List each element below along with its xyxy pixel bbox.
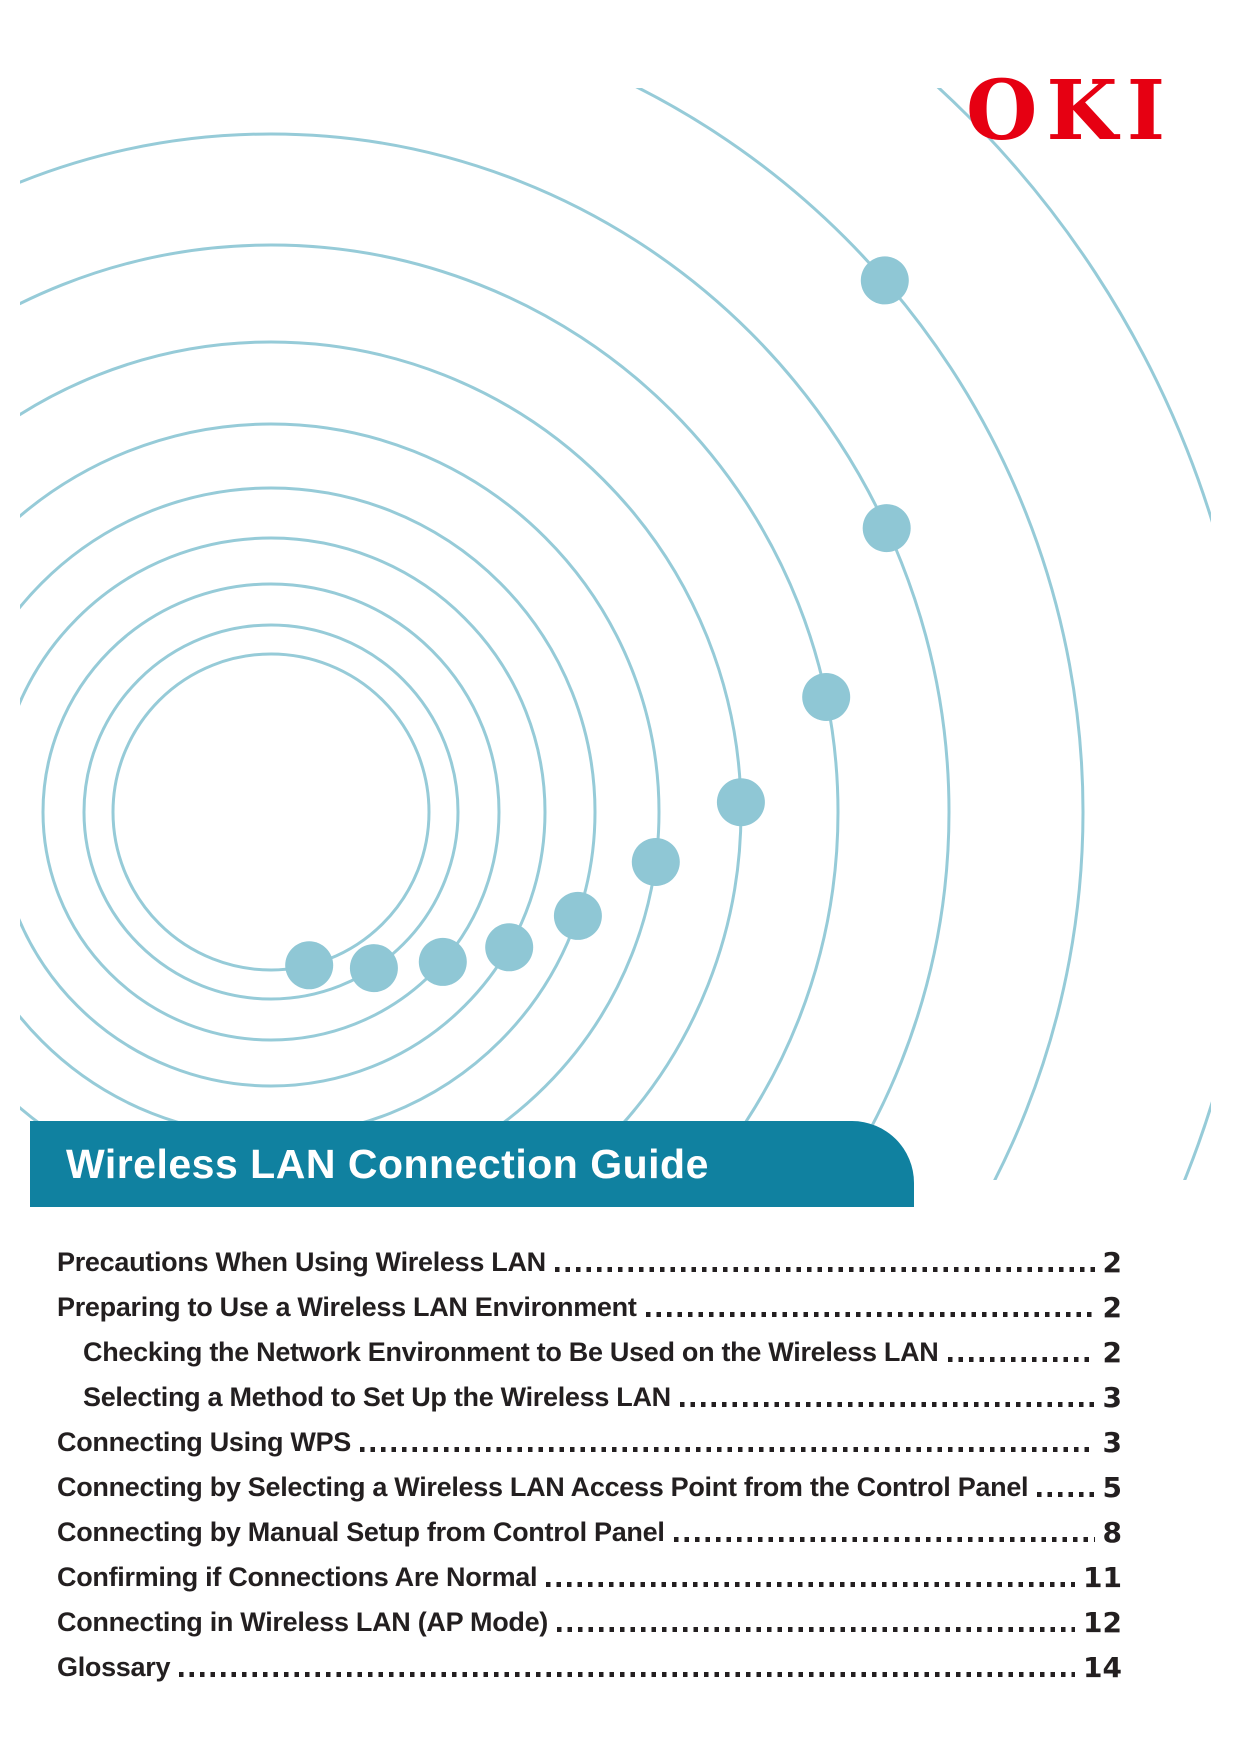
toc-entry-page: 8 bbox=[1102, 1516, 1122, 1549]
toc-entry-label: Selecting a Method to Set Up the Wireles… bbox=[83, 1382, 671, 1412]
toc-entry-page: 3 bbox=[1102, 1426, 1122, 1459]
toc-entry[interactable]: Checking the Network Environment to Be U… bbox=[57, 1330, 1122, 1375]
toc-leader-dots bbox=[679, 1402, 1095, 1407]
toc-entry-label: Connecting by Manual Setup from Control … bbox=[57, 1517, 665, 1547]
toc-entry[interactable]: Glossary 14 bbox=[57, 1645, 1122, 1690]
toc-leader-dots bbox=[546, 1582, 1076, 1587]
toc-entry[interactable]: Connecting Using WPS 3 bbox=[57, 1420, 1122, 1465]
toc-entry-page: 12 bbox=[1083, 1606, 1122, 1639]
toc-entry-label: Precautions When Using Wireless LAN bbox=[57, 1247, 546, 1277]
toc-entry-label: Checking the Network Environment to Be U… bbox=[83, 1337, 939, 1367]
toc-entry-page: 2 bbox=[1102, 1291, 1122, 1324]
toc-entry-page: 3 bbox=[1102, 1381, 1122, 1414]
toc-entry-label: Connecting Using WPS bbox=[57, 1427, 351, 1457]
toc-leader-dots bbox=[554, 1267, 1095, 1272]
toc-entry-page: 2 bbox=[1102, 1246, 1122, 1279]
toc-leader-dots bbox=[557, 1627, 1076, 1632]
toc-entry[interactable]: Preparing to Use a Wireless LAN Environm… bbox=[57, 1285, 1122, 1330]
title-banner: Wireless LAN Connection Guide bbox=[30, 1121, 914, 1207]
toc-entry-label: Connecting by Selecting a Wireless LAN A… bbox=[57, 1472, 1029, 1502]
toc-entry-page: 11 bbox=[1083, 1561, 1122, 1594]
toc-entry[interactable]: Confirming if Connections Are Normal 11 bbox=[57, 1555, 1122, 1600]
toc-entry-label: Glossary bbox=[57, 1652, 171, 1682]
toc-entry-page: 2 bbox=[1102, 1336, 1122, 1369]
toc-entry-page: 5 bbox=[1102, 1471, 1122, 1504]
toc-entry[interactable]: Connecting by Selecting a Wireless LAN A… bbox=[57, 1465, 1122, 1510]
toc-entry[interactable]: Connecting in Wireless LAN (AP Mode) 12 bbox=[57, 1600, 1122, 1645]
toc-leader-dots bbox=[1037, 1492, 1095, 1497]
ripple-dots bbox=[285, 256, 911, 993]
page-title: Wireless LAN Connection Guide bbox=[66, 1140, 709, 1187]
toc-leader-dots bbox=[645, 1312, 1095, 1317]
toc-leader-dots bbox=[360, 1447, 1095, 1452]
toc-entry-label: Confirming if Connections Are Normal bbox=[57, 1562, 538, 1592]
toc-entry-page: 14 bbox=[1083, 1651, 1122, 1684]
toc-entry[interactable]: Precautions When Using Wireless LAN 2 bbox=[57, 1240, 1122, 1285]
toc-entry-label: Connecting in Wireless LAN (AP Mode) bbox=[57, 1607, 548, 1637]
toc-leader-dots bbox=[673, 1537, 1095, 1542]
toc-leader-dots bbox=[947, 1357, 1095, 1362]
toc-entry[interactable]: Connecting by Manual Setup from Control … bbox=[57, 1510, 1122, 1555]
toc-entry-label: Preparing to Use a Wireless LAN Environm… bbox=[57, 1292, 637, 1322]
toc-entry[interactable]: Selecting a Method to Set Up the Wireles… bbox=[57, 1375, 1122, 1420]
toc-leader-dots bbox=[179, 1672, 1076, 1677]
table-of-contents: Precautions When Using Wireless LAN 2 Pr… bbox=[57, 1240, 1122, 1690]
oki-brand-logo: OKI bbox=[966, 63, 1175, 159]
